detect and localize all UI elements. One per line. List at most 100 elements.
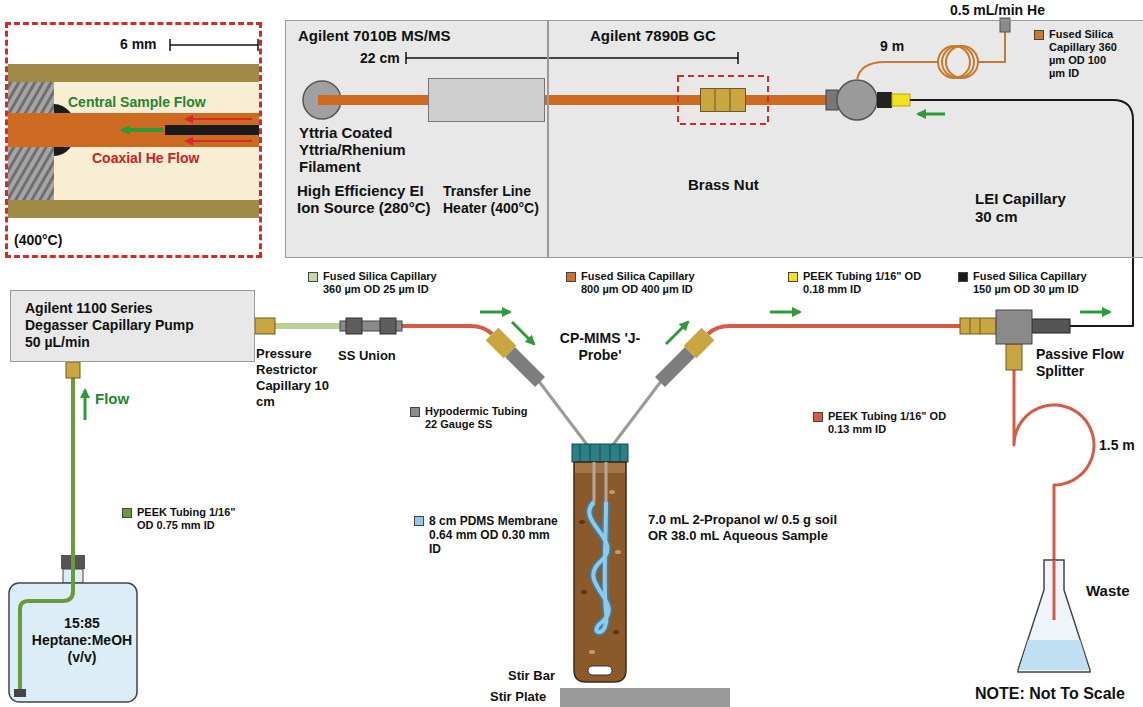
text-slot: 7.0 mL 2-Propanol w/ 0.5 g soil OR 38.0 … — [648, 512, 848, 544]
text-slot: Fused Silica Capillary 800 µm OD 400 µm … — [581, 270, 706, 296]
j-probe-part-part — [510, 352, 540, 382]
annotation-label: 9 m — [880, 38, 904, 55]
heater-block: Transfer Line Heater (400°C) — [428, 78, 545, 122]
legend-swatch — [122, 508, 132, 518]
sample-vial-part-part — [605, 462, 608, 502]
inset-callout: (400°C) — [5, 22, 262, 258]
helium-capillary-part — [857, 62, 938, 80]
tee-fitting-part — [826, 90, 838, 110]
union-fitting-part-part — [380, 318, 396, 334]
inset-housing-part — [8, 113, 259, 147]
j-probe-part-part — [610, 445, 611, 461]
inset-housing — [8, 64, 259, 218]
dimension-line-part — [170, 44, 258, 46]
node-label: Transfer Line Heater (400°C) — [443, 183, 543, 217]
waste-flask-part-part — [1019, 640, 1089, 670]
legend-text: PEEK Tubing 1/16" OD 0.75 mm ID — [137, 506, 247, 532]
pump-fitting — [255, 318, 275, 334]
text-slot: Agilent 7010B MS/MS — [298, 27, 538, 45]
text-slot: LEI Capillary 30 cm — [975, 190, 1075, 226]
text-slot: Brass Nut — [688, 176, 768, 194]
legend-text: 8 cm PDMS Membrane 0.64 mm OD 0.30 mm ID — [429, 514, 565, 556]
text-slot: 22 cm — [360, 50, 400, 67]
text-slot: Waste — [1086, 582, 1138, 600]
text-slot: Yttria Coated Yttria/Rhenium Filament — [299, 124, 429, 175]
legend-swatch — [813, 412, 823, 422]
j-probe-part-part — [572, 444, 628, 462]
tee-fitting — [826, 80, 910, 120]
legend-swatch — [958, 272, 968, 282]
solvent-bottle: 15:85 Heptane:MeOH (v/v) — [8, 555, 138, 703]
flow-arrow — [480, 311, 510, 314]
dimension-line-part — [405, 52, 407, 64]
text-slot: PEEK Tubing 1/16" OD 0.13 mm ID — [828, 410, 948, 436]
transfer-capillary-part — [318, 95, 838, 105]
legend-text: PEEK Tubing 1/16" OD 0.18 mm ID — [803, 270, 928, 296]
text-slot: PEEK Tubing 1/16" OD 0.75 mm ID — [137, 506, 247, 532]
node-label: Passive Flow Splitter — [1036, 346, 1128, 380]
node-label: 7.0 mL 2-Propanol w/ 0.5 g soil OR 38.0 … — [648, 512, 848, 544]
instrument-panel — [548, 20, 1143, 258]
flow-splitter-part-part — [1032, 319, 1070, 333]
text-slot: Stir Bar — [508, 668, 555, 684]
legend-text: Hypodermic Tubing 22 Gauge SS — [425, 405, 533, 431]
sample-vial-part-part — [574, 462, 626, 682]
helium-capillary — [857, 32, 1005, 80]
legend-swatch — [566, 272, 576, 282]
brass-nut-part-part — [730, 89, 731, 111]
text-slot: Coaxial He Flow — [92, 150, 199, 167]
text-slot: Agilent 7890B GC — [590, 27, 810, 45]
legend-text: Fused Silica Capillary 800 µm OD 400 µm … — [581, 270, 706, 296]
annotation-label: 1.5 m — [1099, 437, 1135, 454]
text-slot: High Efficiency EI Ion Source (280°C) — [297, 182, 435, 216]
sample-vial-part-part — [613, 630, 619, 634]
text-slot: CP-MIMS 'J-Probe' — [550, 330, 650, 364]
stir-plate: Stir Plate — [560, 688, 730, 707]
tubing-connector — [1070, 258, 1133, 326]
lei-capillary — [910, 100, 1133, 258]
j-probe-part-part — [690, 334, 708, 352]
flow-arrow — [84, 390, 87, 420]
node-label: Yttria Coated Yttria/Rhenium Filament — [299, 124, 429, 175]
brass-nut-part-part — [715, 89, 716, 111]
text-slot: Stir Plate — [490, 689, 555, 705]
legend-text: Fused Silica Capillary 150 µm OD 30 µm I… — [973, 270, 1098, 296]
sample-vial: 7.0 mL 2-Propanol w/ 0.5 g soil OR 38.0 … — [572, 462, 628, 684]
text-slot: (400°C) — [14, 232, 104, 249]
text-slot: 1.5 m — [1099, 437, 1135, 454]
tubing-connector — [1014, 370, 1094, 560]
text-slot: 9 m — [880, 38, 904, 55]
flow-splitter: Passive Flow Splitter — [960, 310, 1070, 370]
sample-vial-part-part — [589, 502, 608, 632]
node-label: Waste — [1086, 582, 1138, 600]
brass-nut: Brass Nut — [700, 88, 746, 112]
legend-swatch — [788, 272, 798, 282]
node-label: High Efficiency EI Ion Source (280°C) — [297, 182, 435, 216]
sample-vial-part-part — [589, 650, 595, 654]
annotation-label: LEI Capillary 30 cm — [975, 190, 1075, 226]
waste-flask: Waste — [1018, 560, 1090, 672]
dimension-line-part — [257, 39, 259, 51]
flow-arrow — [666, 322, 688, 344]
sample-vial-part-part — [593, 462, 596, 502]
inset-housing-part — [8, 82, 259, 200]
sample-vial-part-part — [581, 590, 587, 594]
helium-capillary-part — [978, 32, 1005, 62]
legend-swatch — [1034, 30, 1044, 40]
j-probe-part-part — [660, 352, 690, 382]
text-slot: Fused Silica Capillary 150 µm OD 30 µm I… — [973, 270, 1098, 296]
flow-arrow — [770, 311, 800, 314]
text-slot: Agilent 1100 Series Degasser Capillary P… — [25, 300, 205, 351]
annotation-label: 6 mm — [120, 36, 157, 53]
legend-text: Fused Silica Capillary 360 µm OD 25 µm I… — [323, 270, 448, 296]
brass-nut-part-part — [701, 89, 746, 112]
annotation-label: Coaxial He Flow — [92, 150, 199, 167]
sample-vial-part-part — [579, 520, 585, 524]
text-slot: Transfer Line Heater (400°C) — [443, 183, 543, 217]
dimension-line-part — [737, 52, 739, 64]
pump-fitting — [66, 362, 80, 378]
inset-housing-part — [186, 140, 252, 142]
flow-arrow — [918, 113, 945, 116]
annotation-label: 22 cm — [360, 50, 400, 67]
flow-splitter-part-part — [980, 318, 981, 334]
